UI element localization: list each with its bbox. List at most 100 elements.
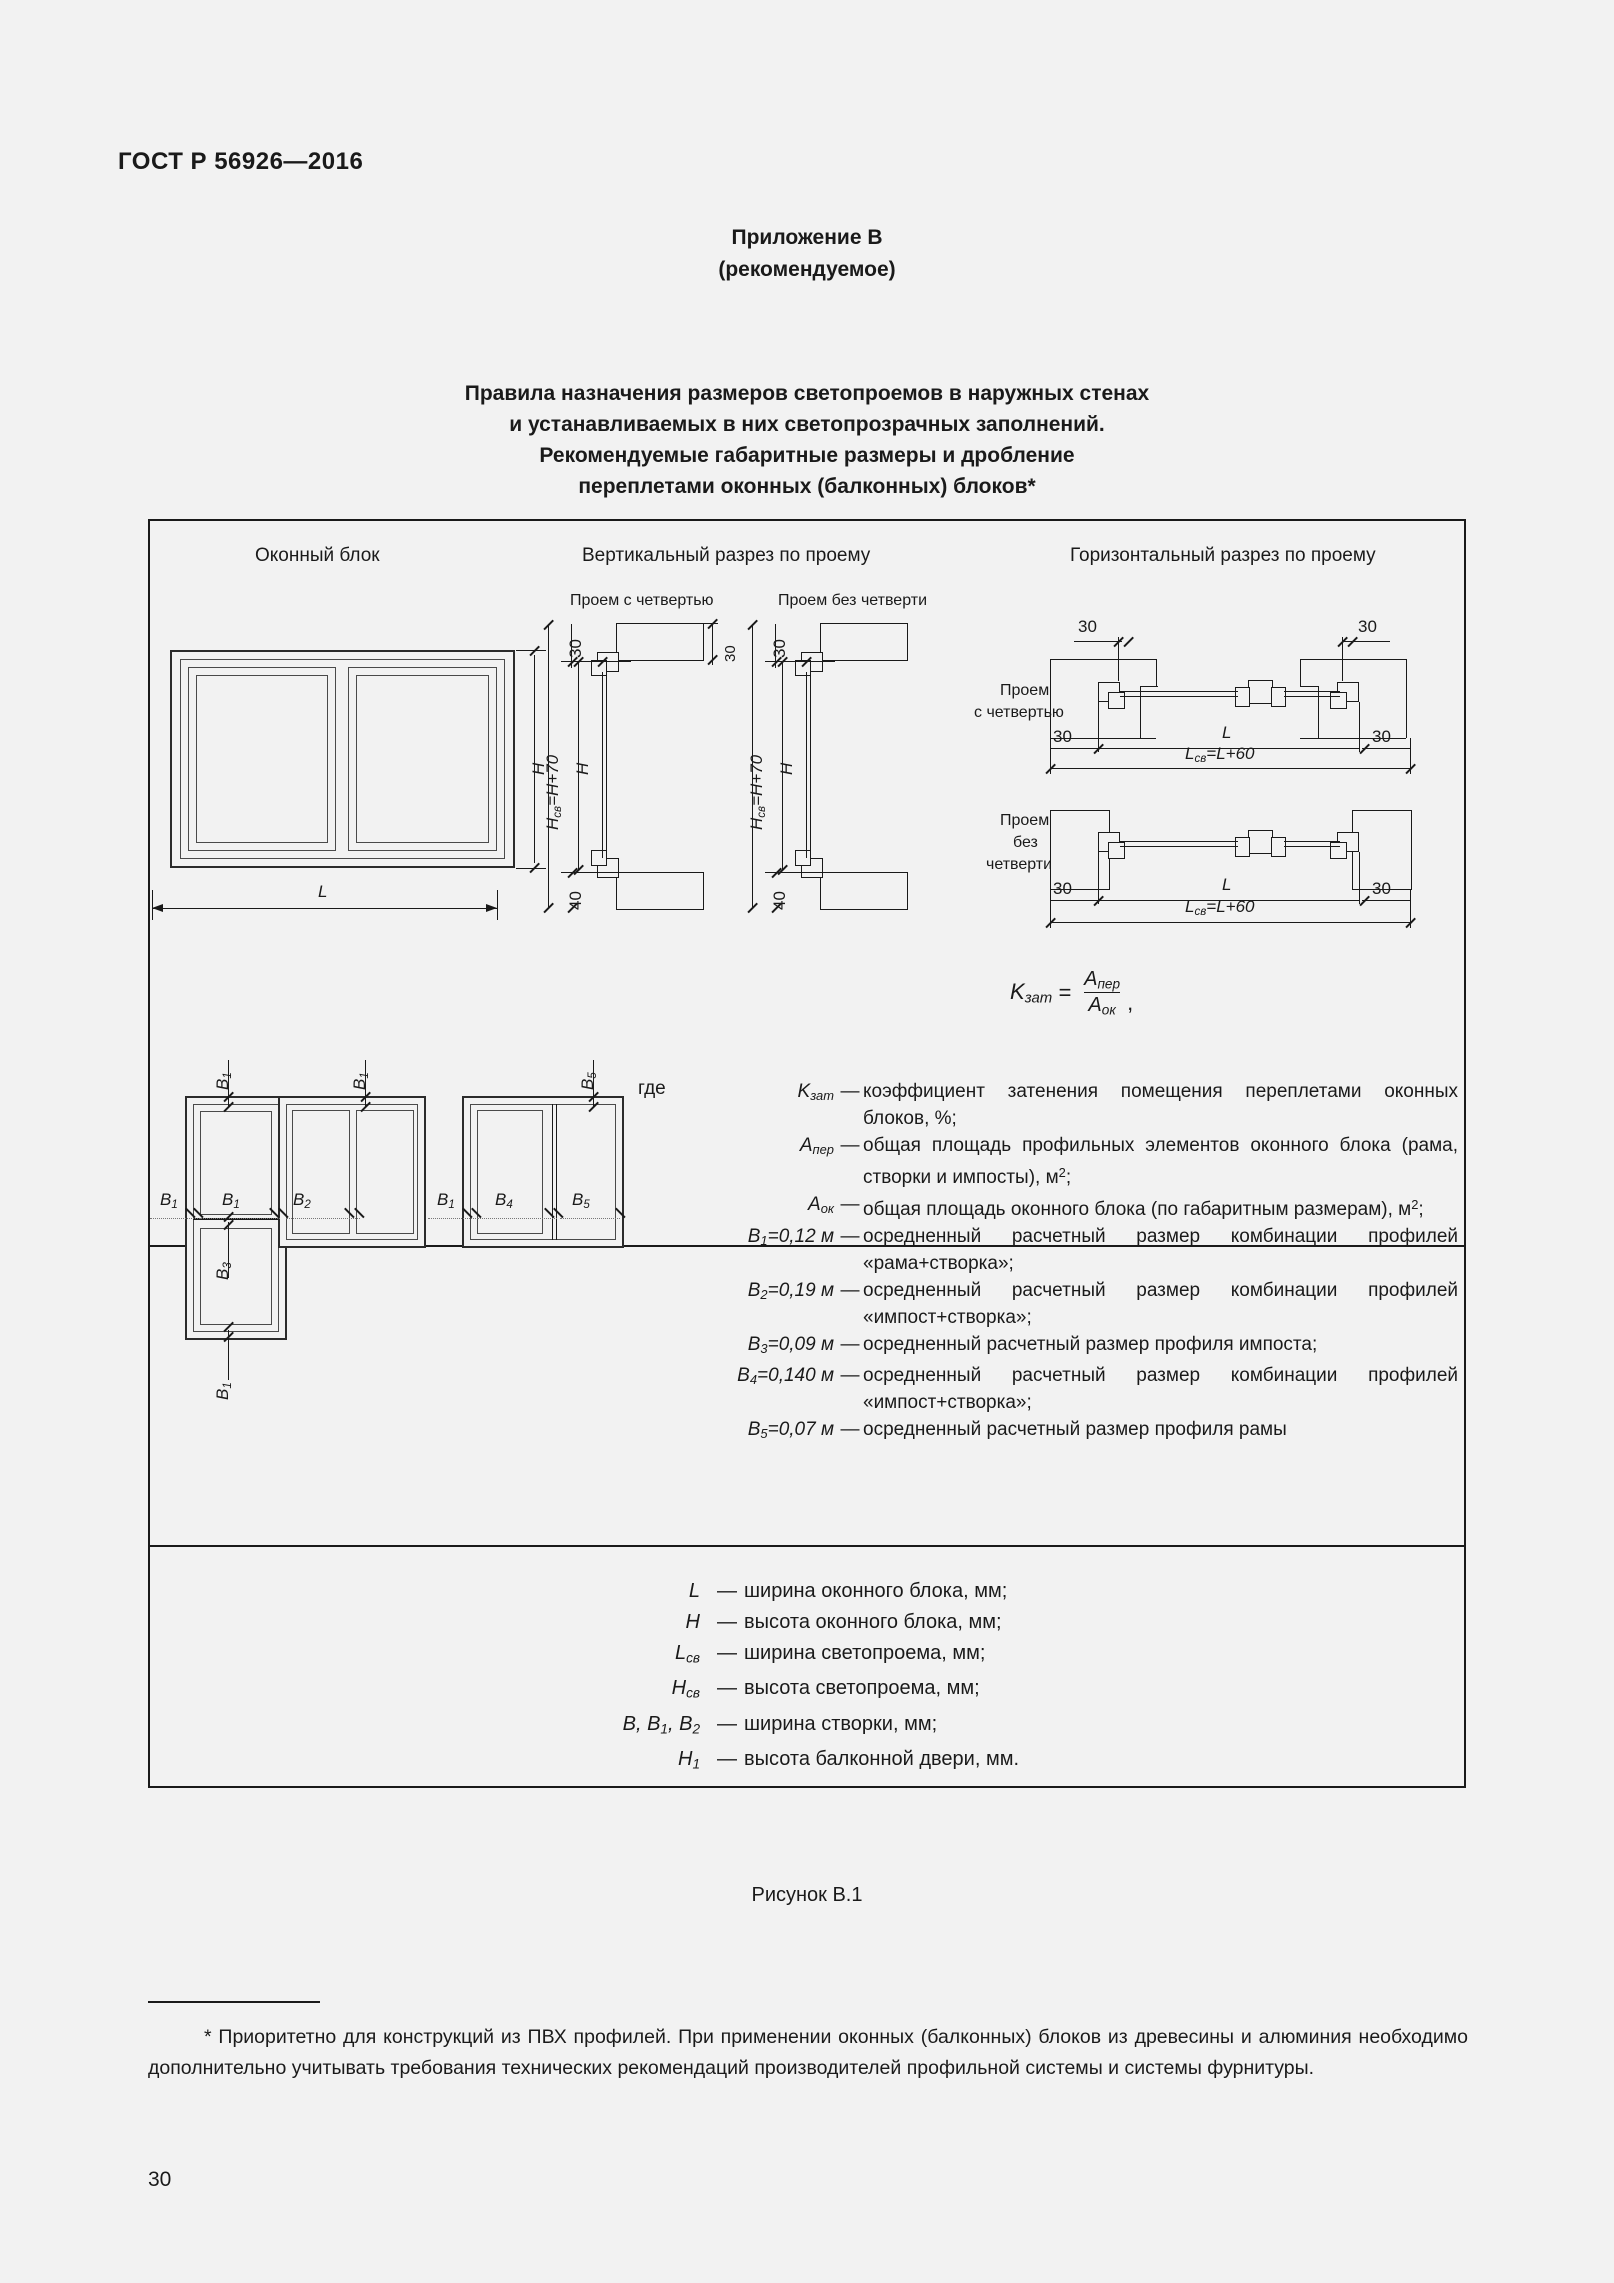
hs-nq-dim-ext-L-left [1098, 852, 1099, 904]
dim-label-Hsv-without-quarter: Hсв=H+70 [747, 754, 768, 830]
definition-symbol: B2=0,19 м [747, 1279, 834, 1302]
definition-text: общая площадь оконного блока (по габарит… [863, 1196, 1424, 1220]
definition-dash: — [840, 1418, 860, 1440]
legend-item: Hсв — высота светопроема, мм; [148, 1673, 1466, 1708]
hs-wq-label-30-topleft: 30 [1078, 617, 1097, 636]
profile-leader-b1-top-right [365, 1060, 366, 1108]
formula-comma: , [1127, 989, 1134, 1015]
dim-arrow-L-right [486, 904, 497, 912]
legend-dash: — [717, 1712, 737, 1735]
legend-dash: — [717, 1677, 737, 1700]
hs-nq-glazing-right-a [1284, 841, 1340, 842]
hs-nq-dim-line-L [1098, 900, 1359, 901]
hs-nq-profile-mullion-b [1235, 837, 1250, 857]
dim-label-40-with-quarter: 40 [566, 891, 585, 910]
hs-wq-right-wall-outer [1406, 659, 1407, 738]
hs-nq-right-wall [1352, 810, 1412, 890]
dim-line-40 [561, 872, 631, 873]
figure-column-header-window-block: Оконный блок [255, 545, 380, 566]
definition-symbol: B1=0,12 м [747, 1225, 834, 1248]
legend-text: высота балконной двери, мм. [744, 1748, 1020, 1771]
formula-numerator: Aпер [1084, 968, 1121, 992]
hs-wq-right-wall-bottom [1300, 738, 1406, 739]
hs-wq-dim-line-L [1098, 748, 1359, 749]
definition-symbol: B5=0,07 м [747, 1418, 834, 1442]
glazing-line-nq-a [806, 672, 807, 858]
formula-denominator: Aок [1084, 992, 1120, 1018]
hs-nq-glazing-right-b [1284, 846, 1340, 847]
shading-coefficient-formula: Kзат = Aпер Aок , [1010, 968, 1133, 1018]
hs-nq-label-30-botleft: 30 [1053, 879, 1072, 898]
dim-label-30-top-vertical: 30 [566, 639, 585, 658]
hs-wq-label-L: L [1222, 723, 1232, 742]
hs-nq-label-L: L [1222, 875, 1232, 894]
profile-sill-box-2 [591, 850, 607, 866]
dim-line-30-right-top [690, 623, 718, 624]
hs-nq-side-label-line1: Проем [1000, 812, 1050, 829]
page-title: Правила назначения размеров светопроемов… [0, 378, 1614, 502]
formula-fraction: Aпер Aок [1080, 968, 1124, 1018]
hs-wq-label-30-botright: 30 [1372, 727, 1391, 746]
definition-item: B5=0,07 м — осредненный расчетный размер… [638, 1416, 1458, 1447]
definition-symbol: Aпер [799, 1135, 834, 1158]
profile-left-window-sash-a [292, 1110, 350, 1234]
annex-heading: Приложение В (рекомендуемое) [0, 222, 1614, 286]
profile-leader-b5-side [560, 1218, 620, 1220]
figure-upper-panel [148, 519, 1466, 1247]
profile-leader-b5-top [593, 1060, 594, 1108]
legend-dash: — [717, 1580, 737, 1602]
hs-wq-label-30-topright: 30 [1358, 617, 1377, 636]
hs-nq-side-label-line3: четверти [986, 856, 1053, 873]
hs-nq-profile-mullion-c [1271, 837, 1286, 857]
hs-wq-label-30-botleft: 30 [1053, 727, 1072, 746]
hs-wq-dim-line-Lsv [1050, 768, 1410, 769]
legend-text: ширина светопроема, мм; [744, 1642, 986, 1664]
legend-item: H — высота оконного блока, мм; [148, 1607, 1466, 1638]
page-title-line-2: и устанавливаемых в них светопрозрачных … [509, 413, 1105, 436]
definition-text: осредненный расчетный размер комбинации … [863, 1225, 1458, 1274]
definition-text: осредненный расчетный размер комбинации … [863, 1364, 1458, 1413]
glazing-line-a [602, 672, 603, 858]
legend-symbol: H [685, 1611, 700, 1633]
hs-nq-dim-ext-Lsv-right [1410, 890, 1411, 928]
page-title-line-3: Рекомендуемые габаритные размеры и дробл… [539, 444, 1075, 467]
dim-line-40-nq [765, 872, 835, 873]
hs-nq-dim-30-botright [1362, 900, 1410, 901]
hs-wq-profile-mullion-c [1271, 687, 1286, 707]
legend-item: Lсв — ширина светопроема, мм; [148, 1638, 1466, 1673]
profile-label-b2: B2 [293, 1190, 311, 1211]
legend-dash: — [717, 1642, 737, 1664]
profile-leader-b2 [286, 1218, 360, 1220]
hs-nq-glazing-left-b [1120, 846, 1238, 847]
profile-left-door-upper-pane [200, 1111, 272, 1215]
hs-nq-profile-mullion-a [1248, 830, 1273, 854]
dim-line-H-without-quarter [782, 661, 783, 870]
figure-column-header-vertical-section: Вертикальный разрез по проему [582, 545, 871, 566]
hs-wq-glazing-left-a [1120, 691, 1238, 692]
definition-item: Kзат — коэффициент затенения помещения п… [638, 1078, 1458, 1132]
definition-dash: — [840, 1193, 860, 1215]
legend-dash: — [717, 1611, 737, 1633]
hs-wq-left-wall-step-v2 [1140, 686, 1141, 738]
legend-symbol: H1 [677, 1748, 700, 1772]
legend-symbol: L [688, 1580, 700, 1602]
profile-leader-b1-right-outer [428, 1218, 478, 1220]
hs-nq-glazing-left-a [1120, 841, 1238, 842]
definition-text: коэффициент затенения помещения переплет… [863, 1081, 1458, 1129]
profile-left-door-lower-pane [200, 1228, 272, 1325]
dim-label-H-with-quarter: H [573, 762, 592, 775]
definition-text: осредненный расчетный размер профиля рам… [863, 1418, 1287, 1440]
hs-wq-profile-right-b [1330, 692, 1347, 709]
wall-lintel-without-quarter [820, 623, 908, 661]
profile-label-b1-outer-left: B1 [160, 1190, 178, 1211]
dim-line-Hsv-without-quarter [752, 624, 753, 908]
dim-ext-30-right [712, 623, 713, 665]
dim-label-L-elevation: L [318, 882, 328, 901]
hs-nq-dim-ext-L-right [1359, 852, 1360, 904]
hs-wq-right-wall-step-v2 [1318, 686, 1319, 738]
hs-wq-left-wall-outer [1050, 659, 1051, 738]
annex-subtitle: (рекомендуемое) [718, 258, 896, 281]
profile-label-b1-right-outer: B1 [437, 1190, 455, 1211]
definition-dash: — [840, 1364, 860, 1386]
